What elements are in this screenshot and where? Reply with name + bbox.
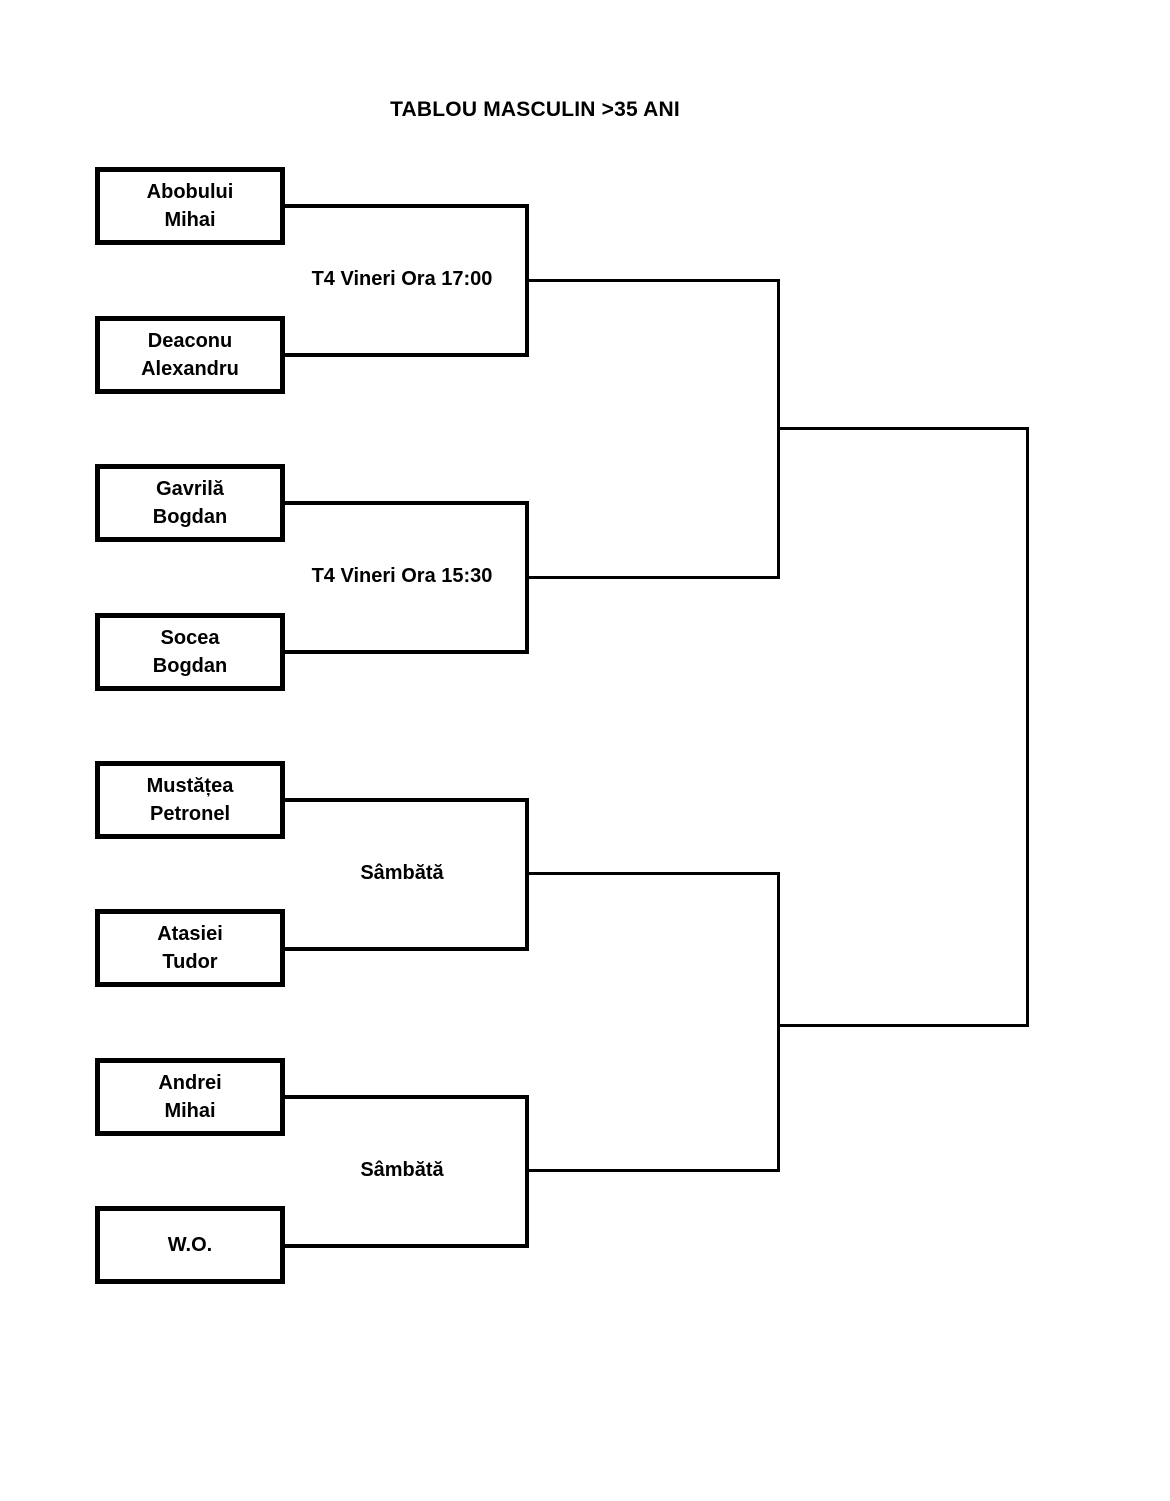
player-box-3[interactable]: Gavrilă Bogdan — [95, 464, 285, 542]
player-name-line2: Bogdan — [152, 655, 228, 677]
player-name-line1: Atasiei — [157, 922, 223, 945]
player-box-2[interactable]: Deaconu Alexandru — [95, 316, 285, 394]
connector-r1m1-vertical — [525, 204, 529, 357]
connector-r1m2-vertical — [525, 501, 529, 654]
player-box-6[interactable]: Atasiei Tudor — [95, 909, 285, 987]
connector-r2m1-top — [529, 279, 780, 282]
player-box-7[interactable]: Andrei Mihai — [95, 1058, 285, 1136]
player-box-4[interactable]: Socea Bogdan — [95, 613, 285, 691]
connector-r1m1-bottom — [285, 353, 529, 357]
connector-r2m1-vertical — [777, 279, 780, 579]
player-name-line1: Gavrilă — [156, 477, 224, 500]
connector-r1m3-top — [285, 798, 529, 802]
player-name-line2: Tudor — [162, 951, 218, 973]
match-label-r1m4: Sâmbătă — [360, 1159, 444, 1181]
connector-r1m4-bottom — [285, 1244, 529, 1248]
connector-r1m2-bottom — [285, 650, 529, 654]
match-label-r1m1: T4 Vineri Ora 17:00 — [311, 268, 493, 290]
player-name-line2: Mihai — [164, 1100, 216, 1122]
page-title: TABLOU MASCULIN >35 ANI — [390, 98, 680, 121]
connector-r3m1-top — [780, 427, 1029, 430]
connector-r3m1-bottom — [780, 1024, 1029, 1027]
player-name-line2: Alexandru — [141, 358, 239, 380]
player-name-line1: Abobului — [146, 180, 234, 203]
player-name-line2: Petronel — [149, 803, 231, 825]
player-box-5[interactable]: Mustățea Petronel — [95, 761, 285, 839]
player-box-8[interactable]: W.O. — [95, 1206, 285, 1284]
match-label-r1m3: Sâmbătă — [360, 862, 444, 884]
player-name-line1: Deaconu — [147, 329, 233, 352]
connector-r2m1-bottom — [529, 576, 780, 579]
match-label-r1m2: T4 Vineri Ora 15:30 — [311, 565, 493, 587]
connector-r3m1-vertical — [1026, 427, 1029, 1027]
player-name-line2: Bogdan — [152, 506, 228, 528]
connector-r2m2-bottom — [529, 1169, 780, 1172]
connector-r1m3-vertical — [525, 798, 529, 951]
connector-r2m2-vertical — [777, 872, 780, 1172]
connector-r1m2-top — [285, 501, 529, 505]
player-name-line1: Mustățea — [146, 774, 234, 797]
connector-r1m4-vertical — [525, 1095, 529, 1248]
player-box-1[interactable]: Abobului Mihai — [95, 167, 285, 245]
connector-r1m4-top — [285, 1095, 529, 1099]
connector-r1m1-top — [285, 204, 529, 208]
connector-r1m3-bottom — [285, 947, 529, 951]
player-name-line1: W.O. — [167, 1234, 213, 1256]
player-name-line1: Socea — [160, 626, 220, 649]
player-name-line1: Andrei — [158, 1071, 222, 1094]
connector-r2m2-top — [529, 872, 780, 875]
player-name-line2: Mihai — [164, 209, 216, 231]
